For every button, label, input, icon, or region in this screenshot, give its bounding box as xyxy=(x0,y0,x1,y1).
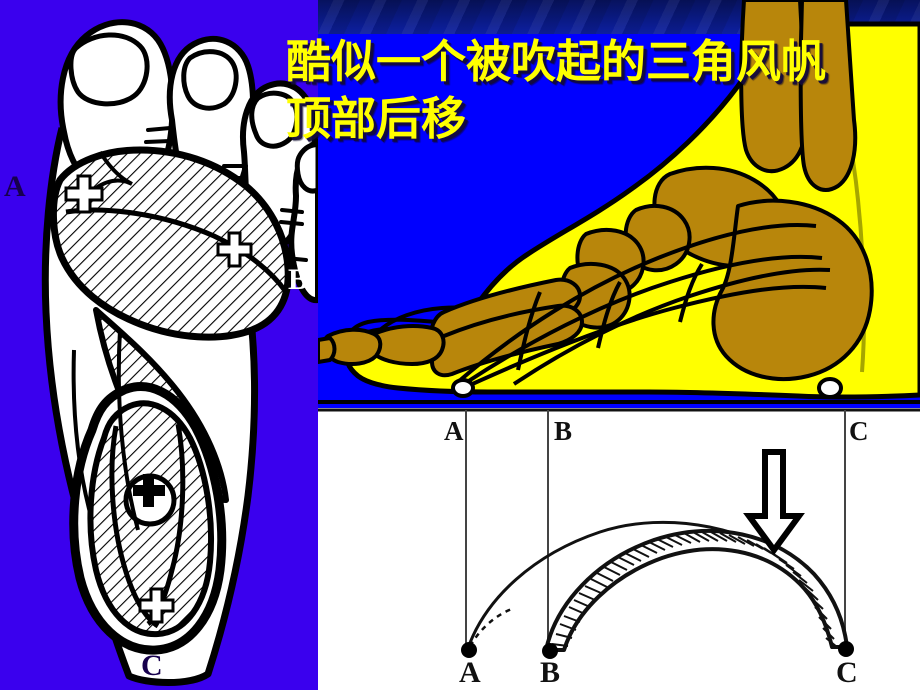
arch-top-label-A: A xyxy=(444,416,464,446)
arch-schematic-area: A B C A B C xyxy=(318,408,920,690)
arch-endpoint-dots xyxy=(461,641,854,659)
arch-hint-dash xyxy=(468,606,515,647)
pressure-cross-marker xyxy=(138,587,175,624)
arch-bottom-label-B: B xyxy=(540,656,561,689)
forefoot-loadbearing-region xyxy=(50,146,292,341)
arch-hatching xyxy=(551,531,838,648)
foot-lateral-border-line xyxy=(71,329,140,531)
label-C-left: C xyxy=(141,649,163,682)
toenails-group xyxy=(68,32,318,194)
pressure-cross-marker xyxy=(64,174,104,214)
label-A-left: A xyxy=(4,170,26,203)
ground-contact-points xyxy=(451,377,843,399)
pressure-cross-marker xyxy=(123,473,177,527)
pressure-cross-marker xyxy=(216,231,253,268)
plantar-foot-diagram xyxy=(41,19,318,686)
arch-sail-band xyxy=(544,528,849,652)
foot-skeleton-lateral xyxy=(318,0,920,404)
arch-top-label-C: C xyxy=(849,416,869,446)
arch-sail-schematic xyxy=(318,408,920,659)
load-direction-arrow xyxy=(743,449,805,556)
arch-ligament-lines xyxy=(456,223,831,388)
projection-lines xyxy=(465,410,846,650)
foot-skeleton-area xyxy=(318,0,920,409)
arch-bottom-label-C: C xyxy=(836,656,858,689)
arch-bottom-label-A: A xyxy=(459,656,481,689)
right-figure-panel: A B C A B C xyxy=(318,0,920,690)
label-B-left: B xyxy=(288,263,309,296)
arch-top-label-B: B xyxy=(554,416,573,446)
plantar-foot-figure-panel: A B C xyxy=(0,0,318,690)
